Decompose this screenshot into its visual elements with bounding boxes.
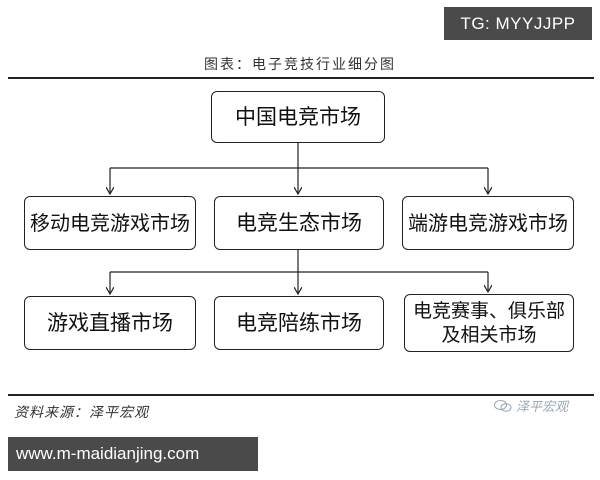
wechat-icon xyxy=(494,399,512,412)
source-note: 资料来源：泽平宏观 xyxy=(14,405,149,421)
node-pc-esports-game-market: 端游电竞游戏市场 xyxy=(402,196,574,250)
node-esports-ecosystem-market: 电竞生态市场 xyxy=(214,196,384,250)
node-game-streaming-market: 游戏直播市场 xyxy=(24,296,196,350)
node-china-esports-market: 中国电竞市场 xyxy=(211,91,385,143)
site-url-banner[interactable]: www.m-maidianjing.com xyxy=(8,437,258,471)
watermark-text: 泽平宏观 xyxy=(516,400,569,415)
bottom-rule xyxy=(8,394,594,396)
node-esports-events-clubs-market: 电竞赛事、俱乐部及相关市场 xyxy=(404,294,574,352)
node-mobile-esports-game-market: 移动电竞游戏市场 xyxy=(24,196,196,250)
watermark: 泽平宏观 xyxy=(494,396,568,415)
top-rule xyxy=(8,77,594,79)
tg-badge: TG: MYYJJPP xyxy=(444,7,592,40)
figure-title: 图表：电子竞技行业细分图 xyxy=(204,57,396,73)
node-esports-coaching-market: 电竞陪练市场 xyxy=(214,296,384,350)
